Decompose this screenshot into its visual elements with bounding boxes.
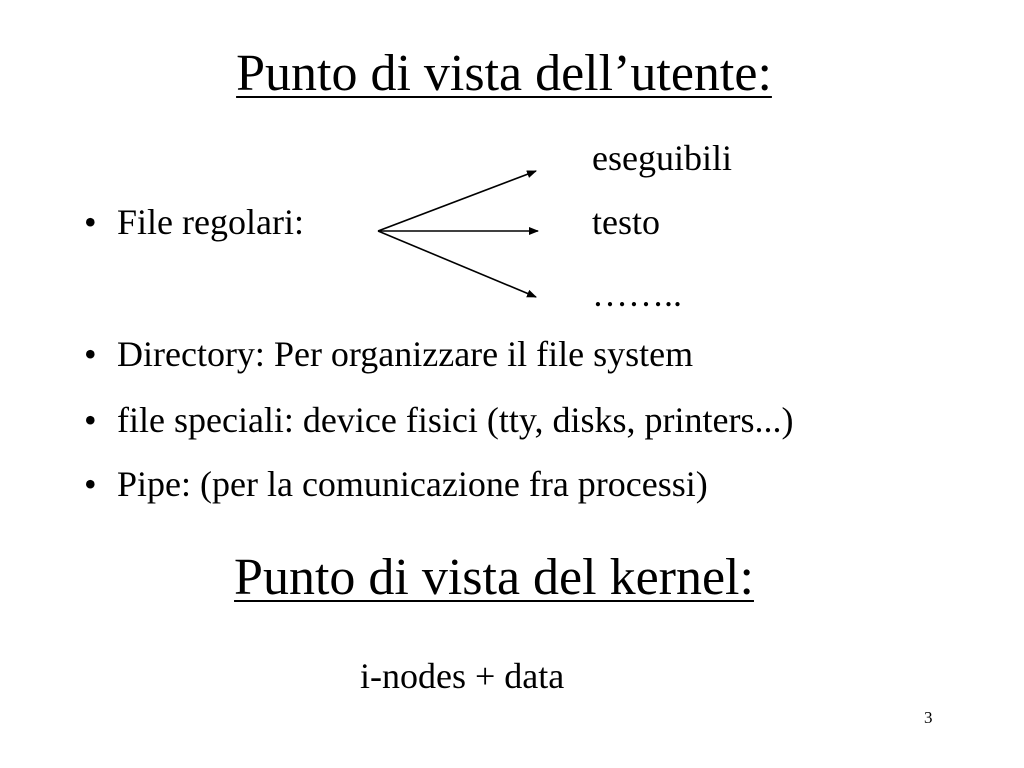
arrow-to-others [377, 230, 537, 298]
title-kernel-view-text: Punto di vista del kernel: [234, 549, 754, 606]
bullet-directory: Directory: Per organizzare il file syste… [117, 334, 694, 374]
bullet-symbol: • [84, 464, 97, 504]
title-user-view-text: Punto di vista dell’utente: [236, 45, 772, 102]
file-type-others: …….. [592, 274, 682, 314]
bullet-symbol: • [84, 334, 97, 374]
bullet-pipe: Pipe: (per la comunicazione fra processi… [117, 464, 708, 504]
bullet-symbol: • [84, 202, 97, 242]
bullet-special-files: file speciali: device fisici (tty, disks… [117, 400, 794, 440]
bullet-symbol: • [84, 400, 97, 440]
arrow-to-executables [377, 170, 537, 232]
page-number: 3 [924, 708, 933, 727]
file-type-executables: eseguibili [592, 138, 732, 178]
file-type-text: testo [592, 202, 660, 242]
title-user-view: Punto di vista dell’utente: [0, 44, 1016, 104]
kernel-description: i-nodes + data [360, 656, 565, 696]
bullet-regular-files: File regolari: [117, 202, 304, 242]
title-kernel-view: Punto di vista del kernel: [0, 548, 1006, 608]
